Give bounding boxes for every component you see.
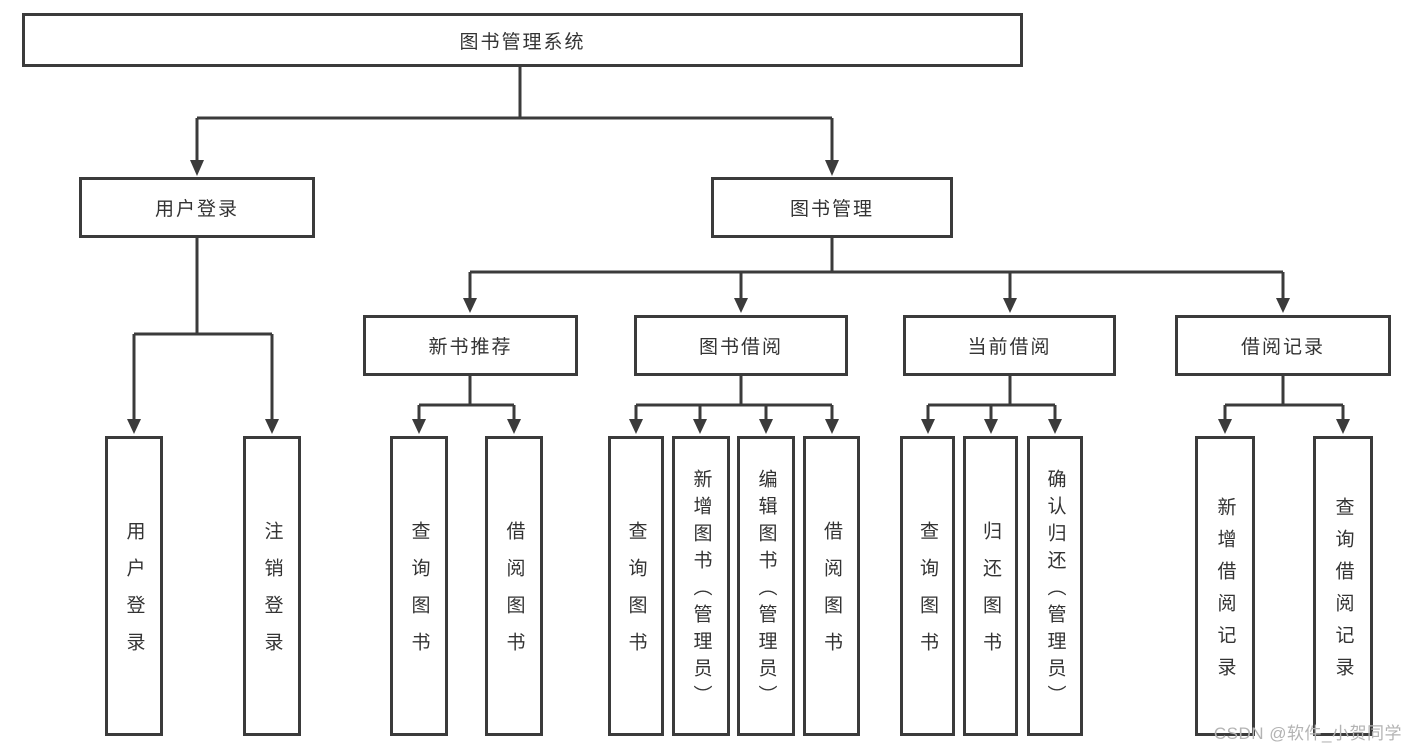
csdn-watermark: CSDN @软件_小贺同学: [1213, 724, 1402, 743]
leaf-query-books-recommend: 查询图书: [390, 436, 448, 736]
node-label: 确认归还（管理员）: [1044, 468, 1066, 712]
node-library-management-system: 图书管理系统: [22, 13, 1023, 67]
node-label: 图书管理系统: [459, 31, 586, 53]
node-label: 新增借阅记录: [1214, 496, 1236, 689]
node-label: 注销登录: [261, 521, 283, 669]
leaf-edit-book-admin: 编辑图书（管理员）: [737, 436, 795, 736]
node-label: 查询借阅记录: [1332, 496, 1354, 689]
node-book-management: 图书管理: [711, 177, 953, 238]
node-label: 查询图书: [408, 521, 430, 669]
node-current-borrow: 当前借阅: [903, 315, 1116, 376]
leaf-add-book-admin: 新增图书（管理员）: [672, 436, 730, 736]
node-new-book-recommend: 新书推荐: [363, 315, 578, 376]
leaf-user-login: 用户登录: [105, 436, 163, 736]
node-label: 借阅图书: [503, 521, 525, 669]
node-user-login: 用户登录: [79, 177, 315, 238]
node-label: 借阅图书: [821, 521, 842, 669]
node-label: 查询图书: [625, 521, 647, 669]
node-borrow-records: 借阅记录: [1175, 315, 1391, 376]
node-label: 用户登录: [123, 521, 145, 669]
node-label: 用户登录: [154, 199, 239, 220]
node-label: 当前借阅: [967, 337, 1052, 358]
leaf-query-borrow-record: 查询借阅记录: [1313, 436, 1373, 736]
node-label: 新书推荐: [428, 337, 513, 358]
node-label: 图书借阅: [698, 337, 783, 358]
leaf-borrow-books-recommend: 借阅图书: [485, 436, 543, 736]
node-label: 新增图书（管理员）: [690, 468, 712, 712]
node-label: 查询图书: [917, 521, 938, 669]
node-book-borrow: 图书借阅: [634, 315, 848, 376]
leaf-return-book: 归还图书: [963, 436, 1018, 736]
leaf-query-books-borrow: 查询图书: [608, 436, 664, 736]
leaf-query-books-current: 查询图书: [900, 436, 955, 736]
node-label: 归还图书: [980, 521, 1001, 669]
leaf-add-borrow-record: 新增借阅记录: [1195, 436, 1255, 736]
arrowheads: [127, 160, 1350, 434]
node-label: 编辑图书（管理员）: [755, 468, 777, 712]
leaf-borrow-books: 借阅图书: [803, 436, 860, 736]
leaf-logout-login: 注销登录: [243, 436, 301, 736]
node-label: 图书管理: [789, 199, 874, 220]
leaf-confirm-return-admin: 确认归还（管理员）: [1027, 436, 1083, 736]
node-label: 借阅记录: [1240, 337, 1325, 358]
